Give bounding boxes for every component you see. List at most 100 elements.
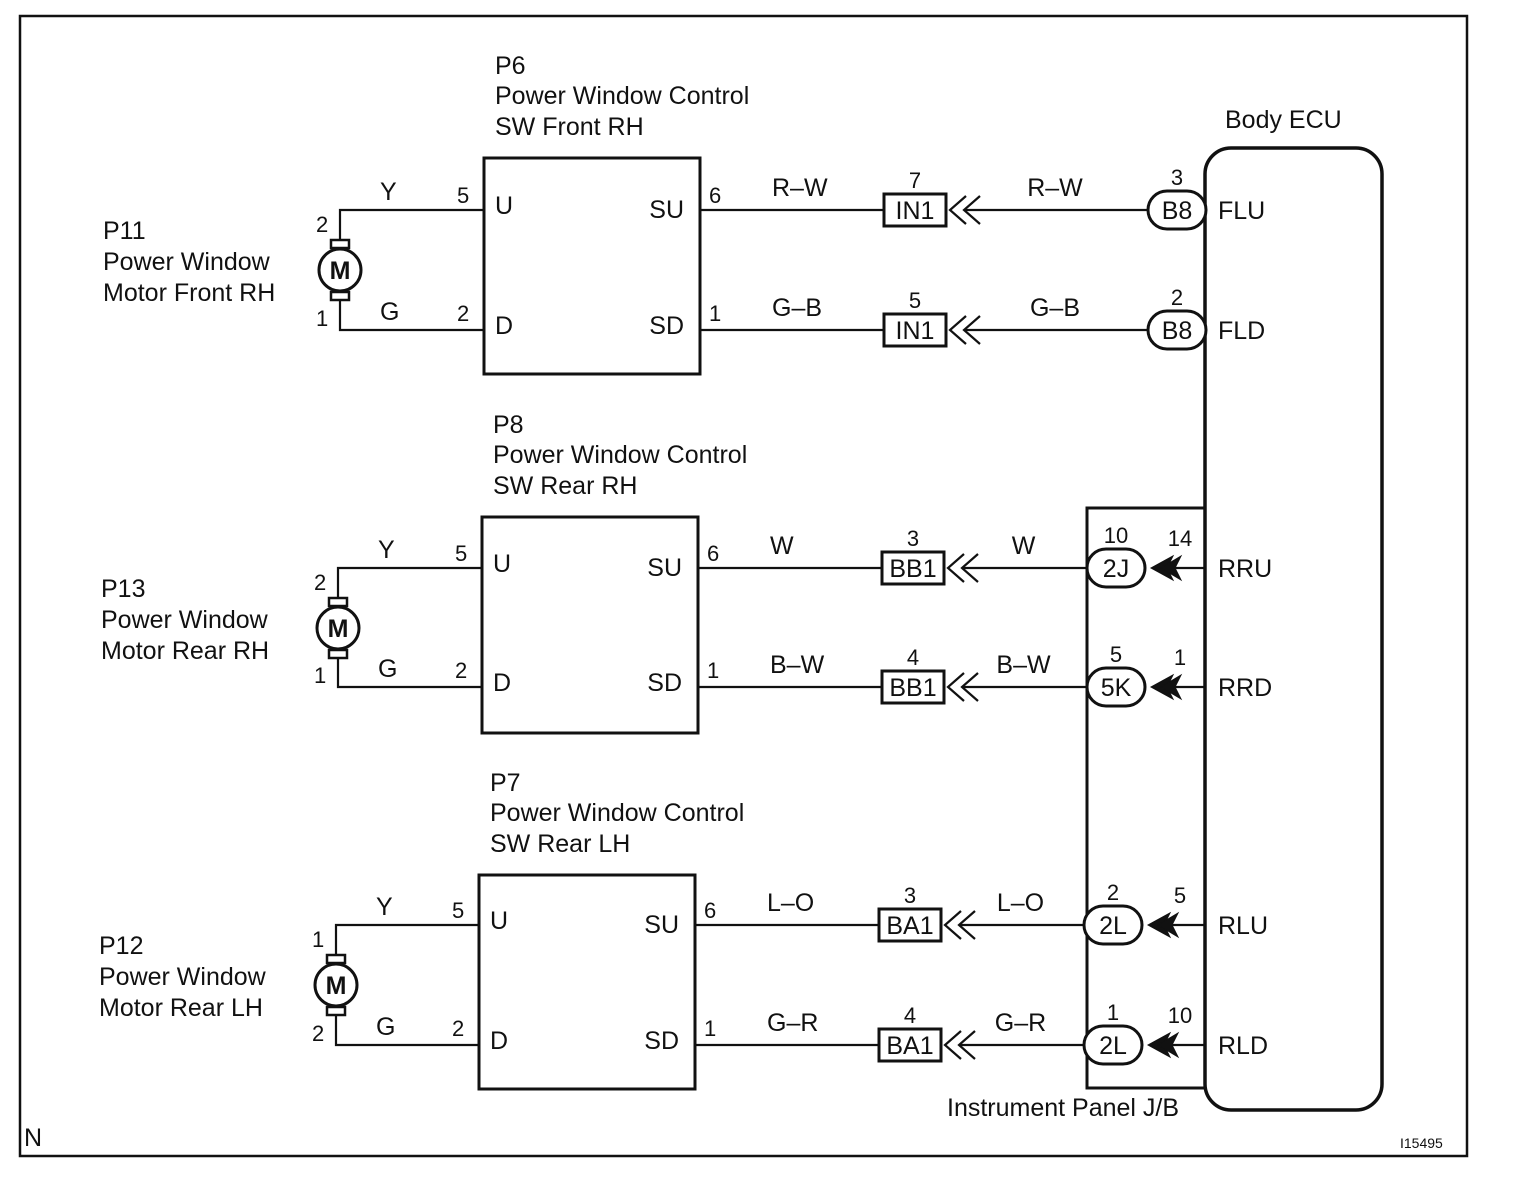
inline-connector — [882, 312, 948, 348]
end-connector-pin: 3 — [1171, 165, 1183, 190]
motor-name-line2: Motor Rear LH — [99, 994, 263, 1022]
switch-terminal-sd: SD — [649, 312, 684, 340]
ecu-terminal-label: RRU — [1218, 555, 1272, 583]
inline-connector-name: BA1 — [886, 1032, 933, 1060]
jb-outline — [1085, 506, 1205, 1090]
motor-pin-bottom: 2 — [312, 1021, 324, 1046]
end-connector-name: B8 — [1162, 317, 1193, 345]
motor-id: P12 — [99, 932, 143, 960]
connector-chevron — [943, 1030, 962, 1060]
motor-icon — [317, 247, 363, 293]
inline-connector-name: IN1 — [896, 197, 935, 225]
switch-pin-sd: 1 — [704, 1016, 716, 1041]
jb-pin: 1 — [1174, 645, 1186, 670]
jb-chevron — [1157, 911, 1180, 939]
jb-pin: 14 — [1168, 526, 1192, 551]
inline-connector-pin: 7 — [909, 168, 921, 193]
body-ecu-box — [1203, 146, 1384, 1112]
end-connector-pin: 2 — [1171, 285, 1183, 310]
switch-terminal-su: SU — [649, 196, 684, 224]
wire-color-label: B–W — [770, 651, 825, 679]
motor-wire-bottom — [334, 1011, 479, 1047]
jb-chevron — [1160, 554, 1183, 582]
motor-symbol: M — [328, 615, 349, 643]
jb-title: Instrument Panel J/B — [947, 1094, 1179, 1122]
inline-connector-name: BA1 — [886, 912, 933, 940]
motor-brush-bottom — [327, 648, 349, 660]
inline-connector-pin: 4 — [907, 645, 919, 670]
switch-pin-sd: 1 — [709, 301, 721, 326]
end-connector-name: 2J — [1103, 555, 1129, 583]
motor-wire-top — [334, 923, 479, 959]
switch-title-line1: Power Window Control — [490, 799, 744, 827]
end-connector-pin: 2 — [1107, 880, 1119, 905]
motor-name-line1: Power Window — [103, 248, 271, 276]
inline-connector-pin: 3 — [907, 526, 919, 551]
switch-terminal-su: SU — [647, 554, 682, 582]
inline-connector-pin: 5 — [909, 288, 921, 313]
motor-brush-bottom — [329, 290, 351, 302]
ecu-terminal-label: RLD — [1218, 1032, 1268, 1060]
switch-title-line1: Power Window Control — [493, 441, 747, 469]
motor-symbol: M — [326, 972, 347, 1000]
end-connector-pin: 10 — [1104, 523, 1128, 548]
switch-terminal-u: U — [493, 550, 511, 578]
motor-pin-top: 2 — [316, 212, 328, 237]
wire-color-label: R–W — [1027, 174, 1083, 202]
wire-color-label: G–R — [767, 1009, 818, 1037]
motor-pin-bottom: 1 — [314, 663, 326, 688]
wire-color-label: B–W — [996, 651, 1051, 679]
motor-brush-bottom — [325, 1005, 347, 1017]
switch-terminal-d: D — [493, 669, 511, 697]
wire-color-label: W — [1012, 532, 1036, 560]
motor-wire-bottom — [338, 296, 484, 332]
switch-box — [480, 515, 700, 735]
end-connector — [1082, 1024, 1144, 1066]
motor-brush-top — [325, 953, 347, 965]
switch-pin-su: 6 — [704, 898, 716, 923]
switch-terminal-u: U — [490, 907, 508, 935]
switch-title-line2: SW Front RH — [495, 113, 644, 141]
diagram-frame — [18, 14, 1469, 1158]
switch-pin-su: 6 — [707, 541, 719, 566]
motor-pin-top: 1 — [312, 927, 324, 952]
motor-id: P11 — [103, 217, 146, 245]
wire-color-label: G–B — [1030, 294, 1080, 322]
motor-pin-top: 2 — [314, 570, 326, 595]
switch-pin-d: 2 — [452, 1016, 464, 1041]
motor-wire-color-top: Y — [376, 893, 393, 921]
motor-brush-top — [327, 596, 349, 608]
motor-name-line2: Motor Rear RH — [101, 637, 269, 665]
end-connector-pin: 1 — [1107, 1000, 1119, 1025]
connector-chevron — [948, 315, 967, 345]
end-connector — [1085, 547, 1147, 589]
switch-pin-u: 5 — [455, 541, 467, 566]
motor-name-line1: Power Window — [101, 606, 269, 634]
corner-mark: N — [24, 1124, 42, 1152]
switch-terminal-su: SU — [644, 911, 679, 939]
motor-pin-bottom: 1 — [316, 306, 328, 331]
jb-chevron — [1157, 1031, 1180, 1059]
switch-pin-d: 2 — [455, 658, 467, 683]
inline-connector-name: BB1 — [889, 555, 936, 583]
inline-connector — [882, 192, 948, 228]
motor-wire-top — [338, 208, 484, 244]
switch-box — [477, 873, 697, 1091]
end-connector — [1085, 666, 1147, 708]
switch-id: P8 — [493, 411, 524, 439]
motor-name-line2: Motor Front RH — [103, 279, 275, 307]
connector-chevron — [948, 195, 967, 225]
inline-connector — [880, 669, 946, 705]
wire-color-label: L–O — [997, 889, 1044, 917]
switch-id: P6 — [495, 52, 526, 80]
motor-brush-top — [329, 238, 351, 250]
switch-pin-sd: 1 — [707, 658, 719, 683]
ecu-terminal-label: RLU — [1218, 912, 1268, 940]
switch-terminal-d: D — [495, 312, 513, 340]
switch-pin-d: 2 — [457, 301, 469, 326]
end-connector-name: B8 — [1162, 197, 1193, 225]
switch-title-line1: Power Window Control — [495, 82, 749, 110]
inline-connector — [880, 550, 946, 586]
end-connector-name: 2L — [1099, 912, 1127, 940]
